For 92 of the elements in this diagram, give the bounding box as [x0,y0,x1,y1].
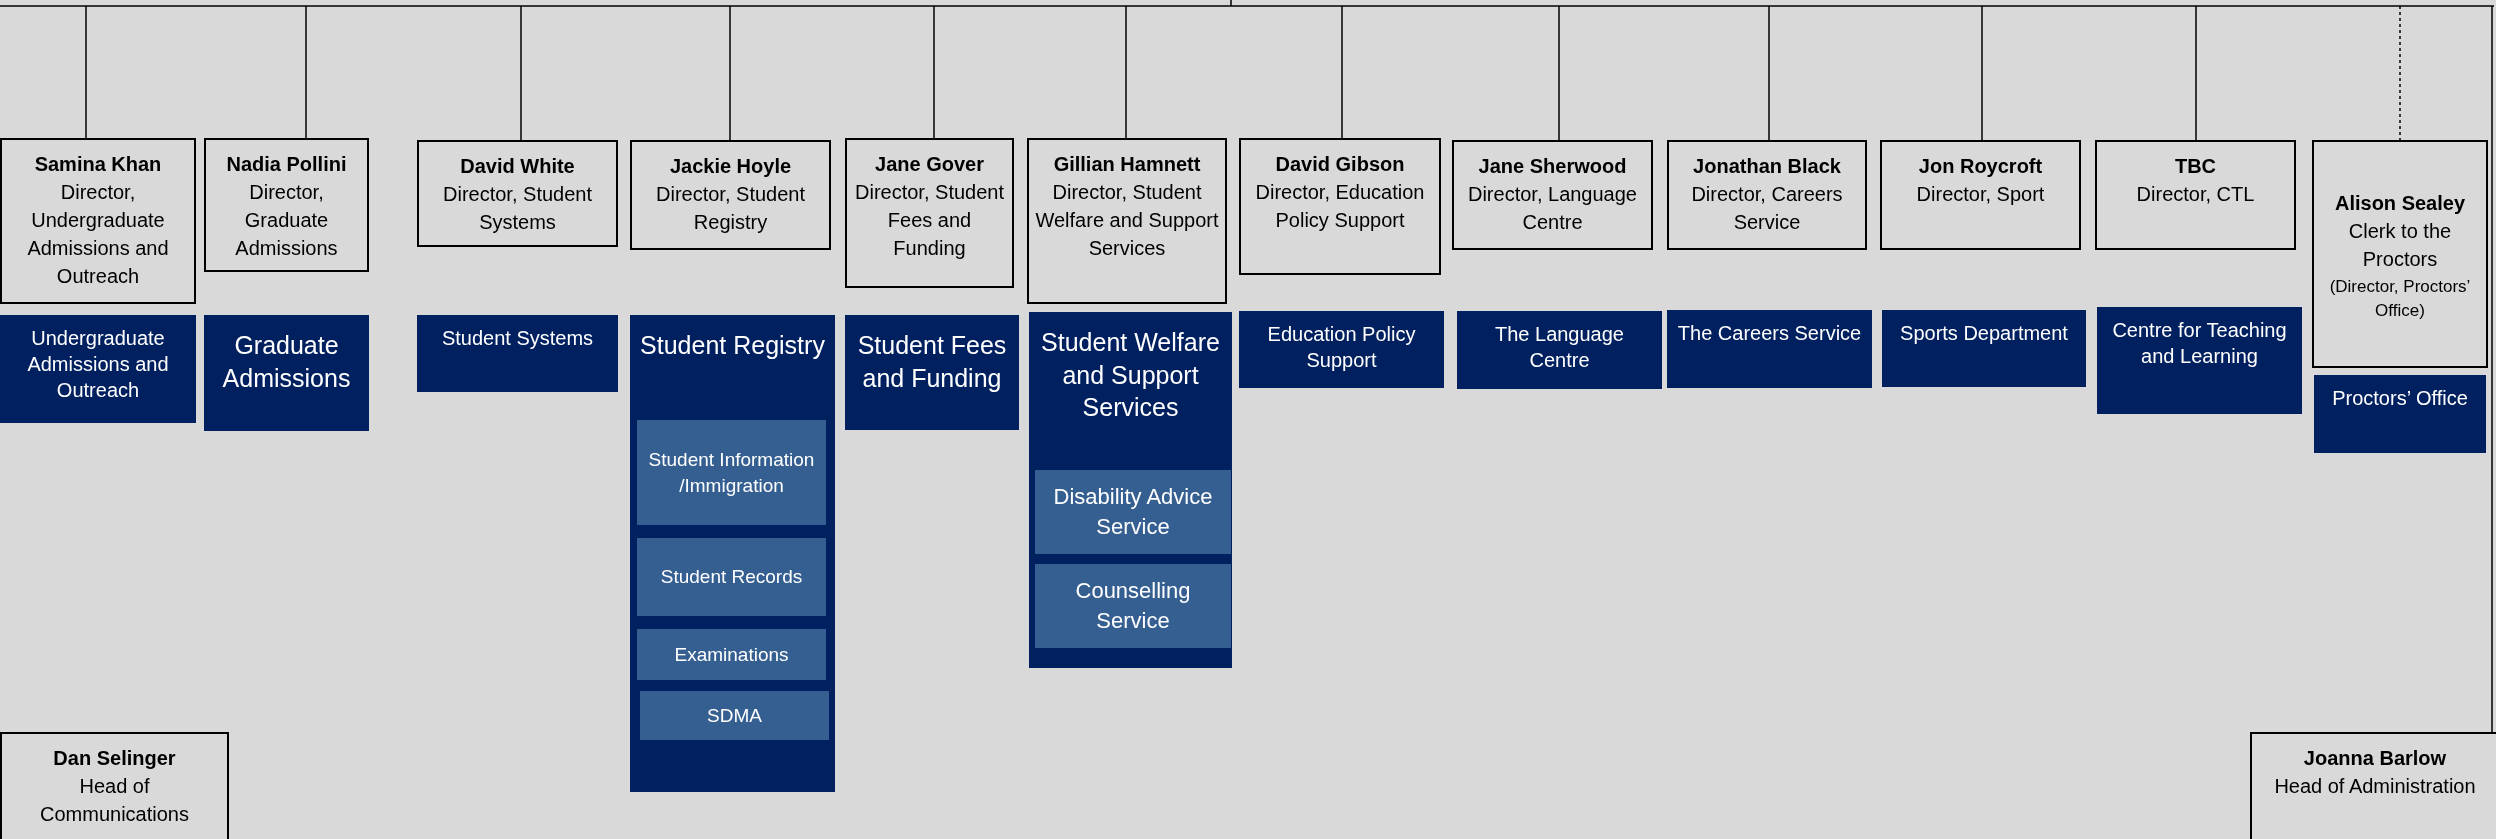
department-name: Graduate Admissions [221,330,352,394]
person-box [1667,140,1867,250]
connector-line [520,5,522,141]
department-name: Proctors’ Office [2331,386,2469,411]
sub-unit-box [637,629,826,680]
person-box [1027,138,1227,304]
person-name: David White [460,154,575,179]
connector-line [1981,5,1983,141]
department-box [1457,311,1662,389]
department-box [417,315,618,392]
sub-unit-name: Examinations [674,642,789,667]
department-box [2314,375,2486,453]
person-name: Jackie Hoyle [669,154,792,179]
sub-unit-box [637,420,826,525]
connector-line [85,5,87,139]
department-name: The Careers Service [1676,321,1863,346]
person-box [630,140,831,250]
person-box [204,138,369,272]
person-name: David Gibson [1275,152,1405,177]
sub-unit-name: Disability Advice Service [1052,483,1214,541]
person-name: Jane Sherwood [1478,154,1627,179]
department-name: Education Policy Support [1266,322,1417,373]
sub-unit-box [1035,470,1231,554]
job-title: Director, Graduate Admissions [234,180,339,261]
person-name: TBC [2174,154,2217,179]
job-title: Clerk to the Proctors [2347,219,2453,273]
department-name: Student Welfare and Support Services [1040,327,1221,423]
connector-line [1125,5,1127,139]
department-name: Centre for Teaching and Learning [2111,318,2288,369]
person-name: Joanna Barlow [2303,746,2447,771]
person-box [0,732,229,839]
department-box [204,315,369,431]
department-box [630,315,835,792]
sub-unit-name: Student Information /Immigration [647,447,816,498]
job-title: Director, Careers Service [1690,182,1844,235]
sub-unit-box [637,538,826,616]
sub-unit-name: Counselling Service [1074,577,1192,635]
person-name: Nadia Pollini [226,152,347,177]
department-box [1239,311,1444,388]
person-name: Jon Roycroft [1918,154,2043,179]
connector-line [2399,5,2401,141]
person-box [1452,140,1653,250]
department-name: The Language Centre [1494,322,1625,373]
sub-unit-name: Student Records [660,565,803,590]
department-box [1667,310,1872,388]
connector-line [2195,5,2197,141]
job-title: Director, Student Registry [655,182,806,235]
person-box [417,140,618,247]
job-title: Director, CTL [2136,182,2255,207]
sub-unit-name: SDMA [707,703,762,728]
department-box [1882,310,2086,387]
sub-unit-box [640,691,829,740]
job-title: Director, Student Fees and Funding [854,180,1005,261]
connector-line [933,5,935,139]
department-box [0,315,196,423]
person-box [2250,732,2496,839]
department-box [845,315,1019,430]
job-title: Director, Education Policy Support [1254,180,1426,233]
department-name: Student Systems [440,326,595,351]
department-name: Student Registry [639,330,826,361]
job-title: Director, Language Centre [1467,182,1638,235]
person-box [2095,140,2296,250]
job-title: Head of Communications [39,774,190,827]
connector-line [2491,5,2493,733]
job-title: Director, Student Systems [442,182,593,235]
person-box [2312,140,2488,368]
person-name: Dan Selinger [53,746,176,771]
department-name: Student Fees and Funding [856,330,1008,394]
person-name: Jonathan Black [1693,154,1841,179]
connector-line [1768,5,1770,141]
person-box [1239,138,1441,275]
connector-line [305,5,307,139]
person-name: Samina Khan [34,152,162,177]
person-box [1880,140,2081,250]
sub-unit-box [1035,564,1231,648]
job-title: Director, Student Welfare and Support Services [1034,180,1220,261]
person-box [845,138,1014,288]
department-box [1029,312,1232,668]
connector-line [1558,5,1560,141]
job-title: Head of Administration [2274,774,2476,799]
person-name: Alison Sealey [2334,191,2466,217]
department-box [2097,307,2302,414]
department-name: Sports Department [1899,321,2069,346]
department-name: Undergraduate Admissions and Outreach [26,326,170,403]
person-name: Jane Gover [875,152,984,177]
connector-line [729,5,731,141]
job-title: (Director, Proctors’ Office) [2328,276,2472,322]
job-title: Director, Sport [1916,182,2045,207]
job-title: Director, Undergraduate Admissions and Outreach [26,180,170,289]
person-name: Gillian Hamnett [1053,152,1201,177]
connector-line [1341,5,1343,139]
person-box [0,138,196,304]
